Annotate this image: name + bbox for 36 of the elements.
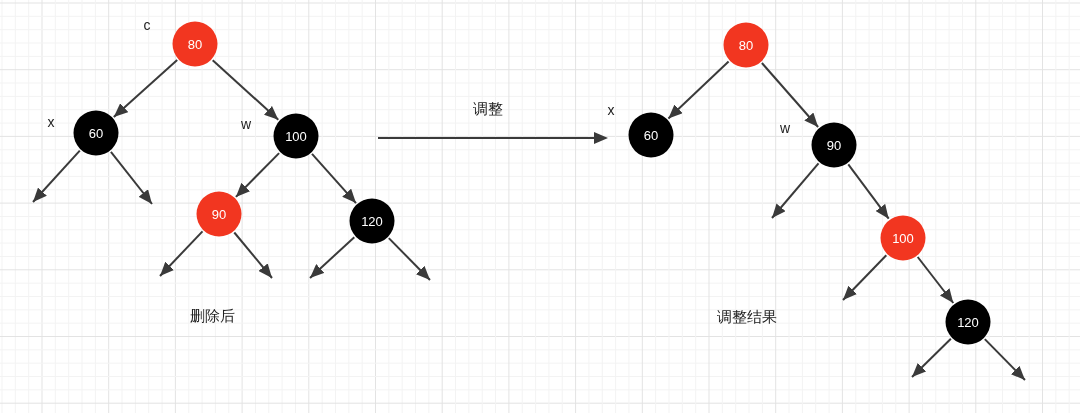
arrow [911, 337, 952, 378]
arrow [847, 163, 890, 220]
tree-node: 90 [811, 122, 857, 168]
arrow [234, 152, 281, 198]
caption: 删除后 [189, 307, 235, 325]
tree-node: 80 [172, 21, 218, 67]
node-label: x [607, 103, 615, 117]
tree-node: 90 [196, 191, 242, 237]
arrow [387, 237, 431, 281]
node-label: w [240, 117, 252, 131]
arrow [32, 149, 81, 203]
arrow [916, 256, 955, 304]
arrow [233, 231, 273, 279]
arrow [211, 59, 280, 121]
arrow [983, 338, 1026, 381]
arrow [667, 60, 730, 120]
arrow [311, 152, 357, 205]
tree-node: 120 [349, 198, 395, 244]
arrow [112, 59, 179, 118]
tree-node: 60 [73, 110, 119, 156]
arrow [771, 162, 820, 219]
tree-node: 60 [628, 112, 674, 158]
arrow-label: 调整 [473, 100, 503, 118]
arrow [760, 62, 820, 128]
arrow [159, 230, 204, 277]
arrow [109, 150, 153, 205]
node-label: x [47, 115, 55, 129]
arrow [842, 254, 888, 301]
arrow [309, 236, 356, 279]
caption: 调整结果 [717, 308, 777, 326]
tree-node: 100 [273, 113, 319, 159]
node-label: w [779, 121, 791, 135]
tree-node: 80 [723, 22, 769, 68]
node-label: c [143, 18, 151, 32]
tree-node: 100 [880, 215, 926, 261]
tree-node: 120 [945, 299, 991, 345]
